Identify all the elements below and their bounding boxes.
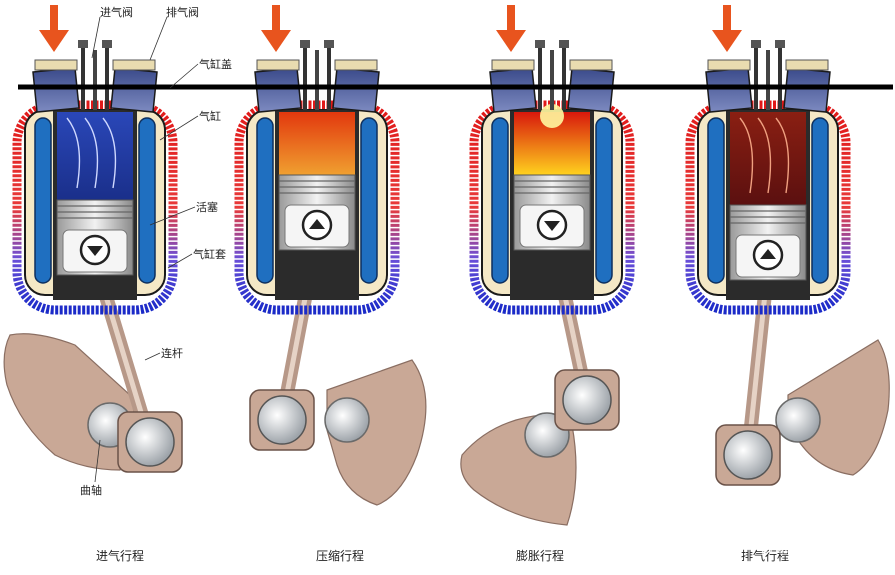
leader-lines <box>91 16 199 483</box>
cooling-jacket <box>12 100 178 315</box>
crank-pin-bearing <box>562 375 612 425</box>
cylinder-head-right <box>110 67 158 113</box>
head-cap-right <box>112 59 156 71</box>
engine-unit-4 <box>685 5 890 486</box>
head-cap-left <box>491 59 535 71</box>
pressure-arrow-shaft <box>50 5 58 33</box>
arrow-down-icon <box>544 221 560 231</box>
pressure-arrow-icon <box>712 30 742 52</box>
head-cap-left <box>707 59 751 71</box>
label-connecting-rod: 连杆 <box>161 346 183 360</box>
pressure-arrow-icon <box>39 30 69 52</box>
label-intake-valve: 进气阀 <box>100 5 133 19</box>
valve-spring <box>535 40 545 48</box>
intake-valve <box>754 45 758 110</box>
caption-exhaust-stroke: 排气行程 <box>741 548 789 563</box>
label-cylinder: 气缸 <box>199 109 221 123</box>
cylinder-head-right <box>783 67 831 113</box>
arrow-up-icon <box>760 249 776 259</box>
head-cap-right <box>334 59 378 71</box>
gas-flow-arrow <box>102 117 117 189</box>
crank-pin-bearing <box>723 430 773 480</box>
caption-compression-stroke: 压缩行程 <box>316 548 364 563</box>
head-cap-left <box>256 59 300 71</box>
crank-pin-bearing <box>257 395 307 445</box>
engine-unit-2 <box>234 5 427 506</box>
pressure-arrow-icon <box>496 30 526 52</box>
spark-plug <box>315 50 319 110</box>
crank-main-bearing <box>775 397 821 443</box>
valve-spring <box>324 40 334 48</box>
valve-spring <box>751 40 761 48</box>
exhaust-valve <box>327 45 331 110</box>
exhaust-valve <box>562 45 566 110</box>
water-channel-right <box>138 117 156 284</box>
valve-spring <box>775 40 785 48</box>
water-channel-right <box>595 117 613 284</box>
crank-web <box>3 333 135 471</box>
spark-plug <box>766 50 770 110</box>
engine-unit-1 <box>3 5 183 473</box>
head-cap-right <box>785 59 829 71</box>
crank-pin-bearing <box>125 417 175 467</box>
cylinder-head-right <box>332 67 380 113</box>
gas-flow-arrow <box>84 117 99 189</box>
cooling-jacket <box>685 100 851 315</box>
spark-burst <box>540 104 564 128</box>
water-channel-left <box>491 117 509 284</box>
watermark-text: 百家号 汽车科学岛 <box>759 538 884 556</box>
valve-spring <box>300 40 310 48</box>
intake-valve <box>303 45 307 110</box>
water-channel-right <box>811 117 829 284</box>
crank-main-bearing <box>324 397 370 443</box>
cooling-jacket <box>234 100 400 315</box>
label-cylinder-jacket: 气缸套 <box>193 247 226 261</box>
water-channel-left <box>34 117 52 284</box>
arrow-up-icon <box>309 219 325 229</box>
crank-web <box>787 339 890 476</box>
cylinder-head-left <box>254 67 302 113</box>
caption-expansion-stroke: 膨胀行程 <box>516 548 564 563</box>
crank-web <box>326 359 427 506</box>
caption-intake-stroke: 进气行程 <box>96 548 144 563</box>
gas-flow-arrow <box>66 117 81 189</box>
cylinder-head-right <box>567 67 615 113</box>
combustion-chamber <box>279 112 355 175</box>
head-cap-right <box>569 59 613 71</box>
cylinder-head-left <box>489 67 537 113</box>
exhaust-valve <box>778 45 782 110</box>
gas-flow-arrow <box>775 117 790 194</box>
pressure-arrow-shaft <box>507 5 515 33</box>
gas-flow-arrow <box>757 117 772 194</box>
spark-plug <box>93 50 97 110</box>
water-channel-left <box>707 117 725 284</box>
label-cylinder-head: 气缸盖 <box>199 57 232 71</box>
spark-plug <box>550 50 554 110</box>
valve-spring <box>78 40 88 48</box>
water-channel-left <box>256 117 274 284</box>
valve-spring <box>559 40 569 48</box>
pressure-arrow-shaft <box>272 5 280 33</box>
cylinder-head-left <box>32 67 80 113</box>
arrow-down-icon <box>87 246 103 256</box>
engine-unit-3 <box>460 5 635 526</box>
valve-spring <box>102 40 112 48</box>
intake-valve <box>538 45 542 110</box>
label-exhaust-valve: 排气阀 <box>166 5 199 19</box>
cooling-jacket <box>469 100 635 315</box>
head-cap-left <box>34 59 78 71</box>
gas-flow-arrow <box>739 117 754 194</box>
pressure-arrow-icon <box>261 30 291 52</box>
exhaust-valve <box>105 45 109 110</box>
cylinder-head-left <box>705 67 753 113</box>
label-crankshaft: 曲轴 <box>80 483 102 497</box>
pressure-arrow-shaft <box>723 5 731 33</box>
label-piston: 活塞 <box>196 200 218 214</box>
intake-valve <box>81 45 85 110</box>
water-channel-right <box>360 117 378 284</box>
